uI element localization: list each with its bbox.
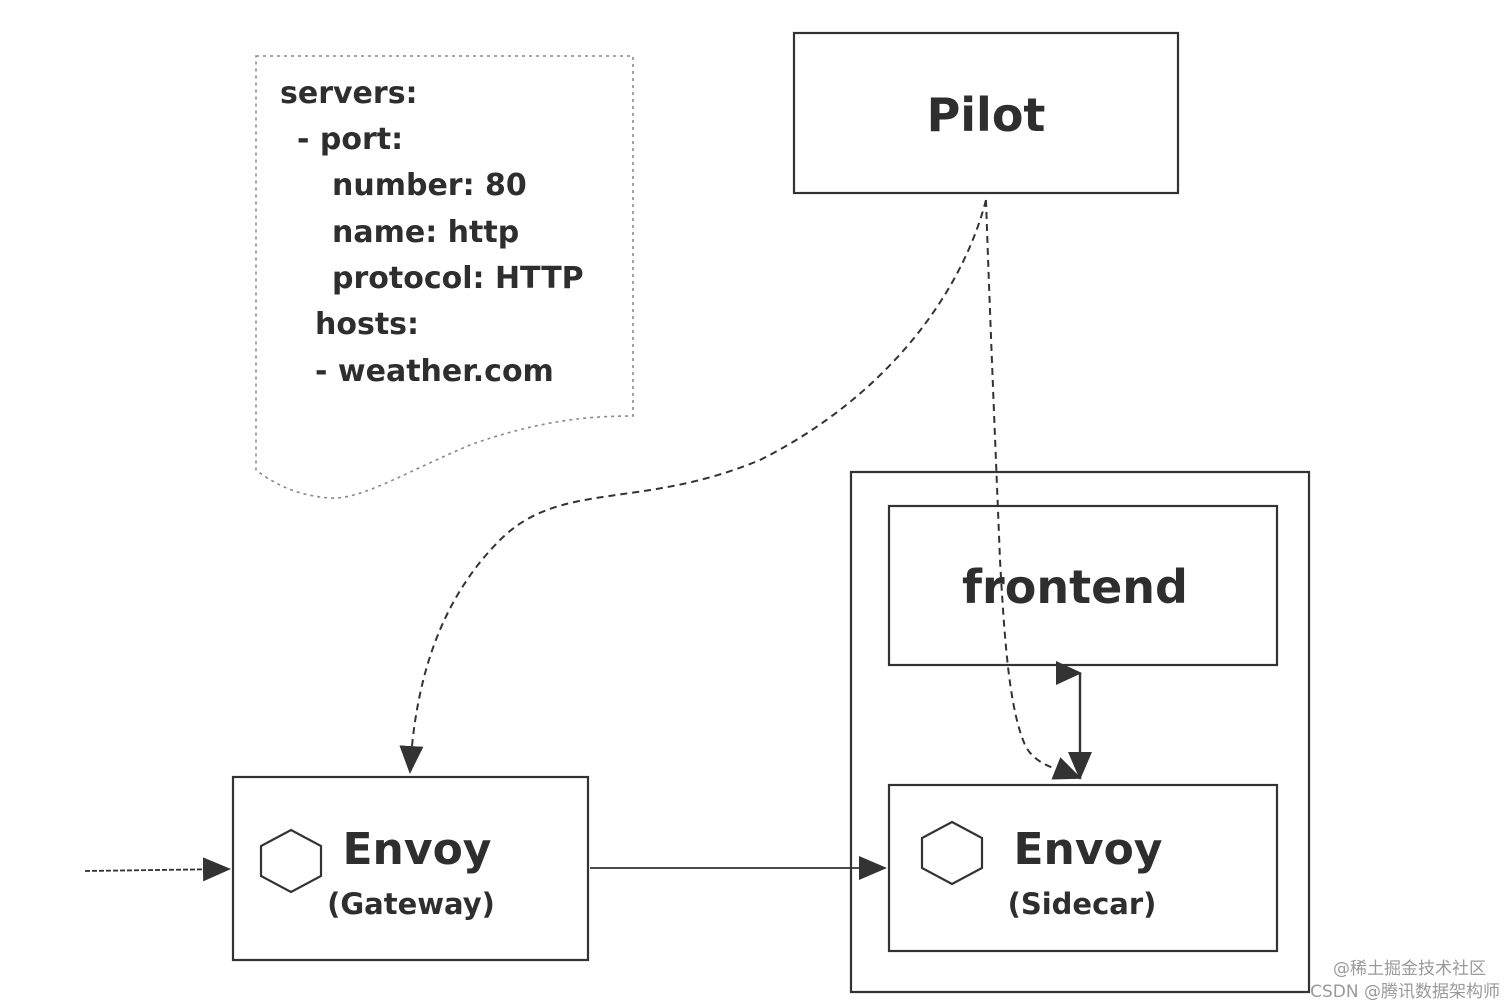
config-line-number: number: 80 [332, 168, 527, 203]
watermark-line-1: @稀土掘金技术社区 [1333, 959, 1486, 979]
config-line-hosts: hosts: [315, 307, 419, 342]
hexagon-icon [920, 820, 984, 886]
gateway-envoy-node: Envoy (Gateway) [231, 775, 590, 962]
config-document-border [255, 55, 634, 499]
config-line-protocol: protocol: HTTP [332, 261, 584, 296]
incoming-traffic-connector [84, 857, 231, 882]
pilot-label: Pilot [927, 88, 1046, 142]
pod-container [849, 470, 1311, 994]
watermark-line-2: CSDN @腾讯数据架构师 [1310, 982, 1500, 1002]
config-document: servers: - port: number: 80 name: http p… [255, 55, 634, 499]
sidecar-envoy-subtitle: (Sidecar) [1008, 887, 1157, 921]
pilot-to-gateway-connector [399, 199, 987, 774]
frontend-node: frontend [887, 504, 1279, 667]
hexagon-icon [259, 828, 323, 894]
gateway-envoy-title: Envoy [343, 824, 492, 875]
config-line-host-value: - weather.com [315, 354, 554, 389]
pilot-node: Pilot [792, 31, 1180, 195]
frontend-label: frontend [962, 560, 1188, 614]
config-line-port: - port: [297, 122, 403, 157]
gateway-envoy-subtitle: (Gateway) [327, 887, 495, 921]
sidecar-envoy-node: Envoy (Sidecar) [887, 783, 1279, 953]
sidecar-envoy-title: Envoy [1014, 824, 1163, 875]
pilot-to-sidecar-connector [985, 199, 1082, 780]
config-line-name: name: http [332, 215, 519, 250]
config-line-servers: servers: [280, 76, 418, 111]
